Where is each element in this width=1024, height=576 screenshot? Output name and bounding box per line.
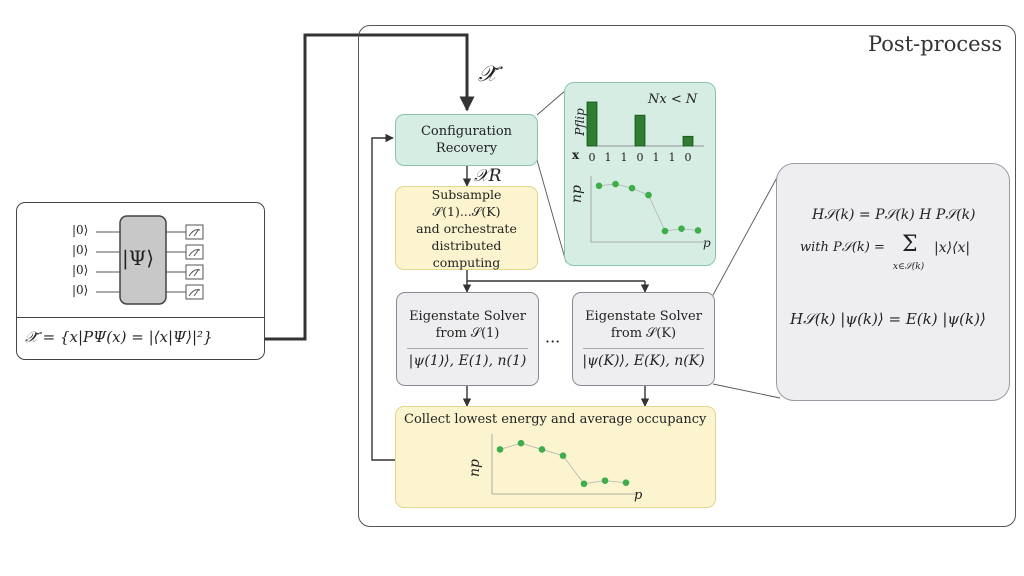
psi-gate [119,215,167,305]
equation-projected-hamiltonian: H𝒮(k) = P𝒮(k) H P𝒮(k) [812,207,976,223]
occupancy-point [661,227,669,235]
bits-row-label: x [572,148,580,162]
occupancy-point [496,446,504,453]
subsample-line2: and orchestrate [416,220,517,236]
occupancy-point [678,225,685,233]
bar-ylabel: Pflip [572,108,587,136]
x-r-label: 𝒳R [474,166,502,186]
flip-bar [586,101,598,147]
subsample-box: Subsample 𝒮(1)...𝒮(K) and orchestrate di… [395,186,538,270]
quantum-circuit [96,215,204,305]
solverk-line1: Eigenstate Solver [585,309,702,324]
occupancy-point [694,227,702,234]
ket-0-b: |0⟩ [72,243,89,257]
split-lines [466,270,645,282]
inset-occupancy-chart [590,176,708,243]
occupancy-point [559,452,567,459]
solverk-output: |ψ(K)⟩, E(K), n(K) [582,353,705,369]
equation-projector-term: |x⟩⟨x| [934,240,971,256]
sampled-set-formula: 𝒳̃ = {x|PΨ(x) = |⟨x|Ψ⟩|²} [25,328,213,346]
occupancy-point [628,184,636,192]
equation-sum-sub: x∈𝒮(k) [893,262,925,272]
zoom-line-eq-top [712,171,781,296]
zoom-line-bottom [536,159,567,263]
solver1-output: |ψ(1)⟩, E(1), n(1) [408,353,527,369]
post-process-label: Post-process [868,32,1003,56]
subsample-line3: distributed computing [431,237,502,270]
samples-arrow [265,33,475,341]
eigenstate-solver-k: Eigenstate Solver from 𝒮(K) |ψ(K)⟩, E(K)… [572,292,715,386]
collect-title: Collect lowest energy and average occupa… [404,412,707,427]
bit-label: 1 [605,151,612,164]
occupancy-point [622,479,630,487]
occupancy-point [601,477,609,484]
ket-0-c: |0⟩ [72,263,89,277]
equations-box [776,163,1010,401]
bit-label: 0 [685,151,692,164]
occupancy-point [580,480,588,488]
measurement-icons [185,224,204,300]
bit-label: 1 [653,151,660,164]
solver-ellipsis: ··· [545,332,561,351]
eigenstate-solver-1: Eigenstate Solver from 𝒮(1) |ψ(1)⟩, E(1)… [396,292,539,386]
equation-sum-sign: Σ [902,232,918,257]
solverk-line2: from 𝒮(K) [610,326,677,341]
equation-eigenproblem: H𝒮(k) |ψ(k)⟩ = E(k) |ψ(k)⟩ [790,310,986,328]
x-tilde-label: 𝒳̃ [478,62,497,87]
inset-condition: Nx < N [648,92,698,107]
occupancy-point [645,191,652,199]
flip-bar [682,135,694,147]
occupancy-point [595,182,603,190]
collect-ylabel: np [466,459,483,477]
zoom-line-eq-bottom [712,383,781,399]
bit-label: 0 [589,151,596,164]
collect-xlabel: p [634,488,643,503]
occ-xlabel: p [703,236,711,250]
bit-label: 1 [669,151,676,164]
config-line2: Recovery [435,141,498,156]
post-process-frame [358,25,1016,527]
feedback-loop [371,133,395,461]
solver1-line2: from 𝒮(1) [435,326,500,341]
flip-bar [634,114,646,147]
occupancy-point [517,439,525,447]
quantum-box-divider [16,317,265,318]
occupancy-curve [499,442,627,485]
collect-box [395,406,716,508]
occ-ylabel: np [568,185,585,203]
subsample-line1: Subsample 𝒮(1)...𝒮(K) [431,186,502,219]
ket-0-d: |0⟩ [72,283,89,297]
psi-gate-label: |Ψ⟩ [122,246,155,270]
occupancy-point [538,446,546,453]
collect-occupancy-chart [491,434,636,495]
ket-0-a: |0⟩ [72,223,89,237]
equation-projector-prefix: with P𝒮(k) = [800,240,885,255]
occupancy-curve [598,183,699,232]
config-line1: Configuration [420,124,513,139]
zoom-line-top [536,89,567,116]
bit-label: 0 [637,151,644,164]
solver1-line1: Eigenstate Solver [409,309,526,324]
occupancy-point [612,180,619,188]
bit-label: 1 [621,151,628,164]
configuration-recovery-box: Configuration Recovery [395,114,538,166]
